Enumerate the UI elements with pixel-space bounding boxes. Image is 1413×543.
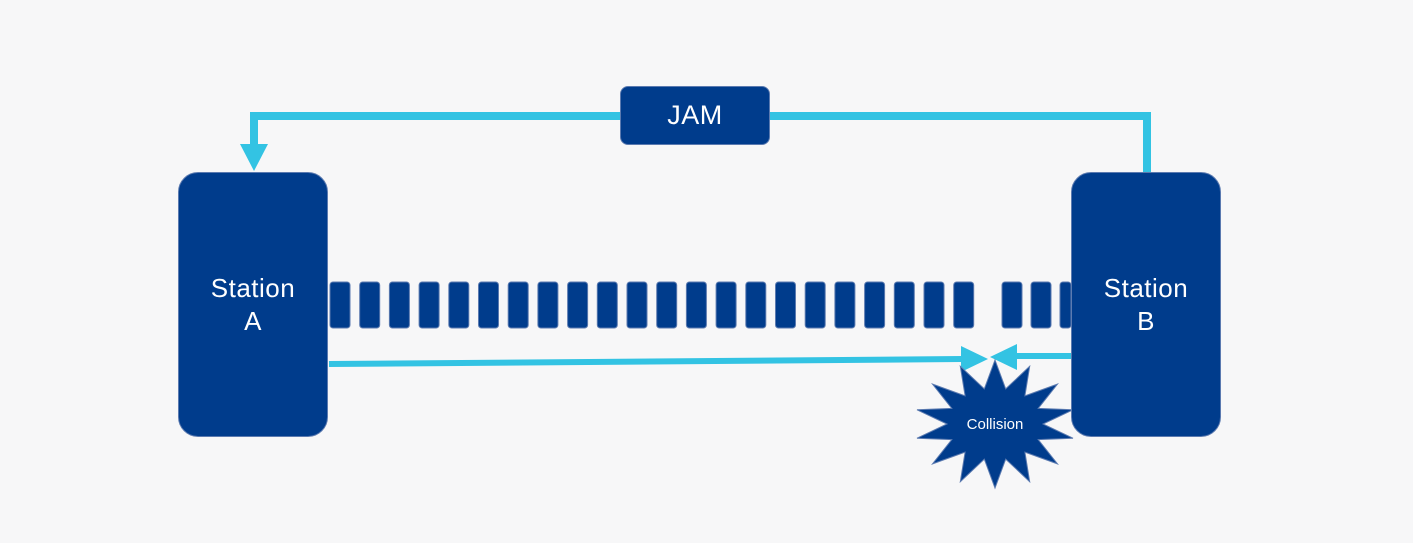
frame-block: [834, 281, 856, 329]
frame-block: [745, 281, 767, 329]
station-a-label-line1: Station: [210, 272, 296, 303]
station-a: Station A: [178, 172, 328, 437]
frame-block: [1030, 281, 1052, 329]
signal-a-arrowhead-icon: [961, 346, 988, 372]
signal-b-arrowhead-icon: [990, 344, 1017, 370]
station-b: Station B: [1071, 172, 1221, 437]
frame-block: [953, 281, 975, 329]
frame-block: [596, 281, 618, 329]
frame-block: [388, 281, 410, 329]
frame-block: [685, 281, 707, 329]
frame-block: [626, 281, 648, 329]
frame-block: [418, 281, 440, 329]
frame-block: [478, 281, 499, 329]
frame-block: [893, 281, 915, 329]
frame-block: [537, 281, 559, 329]
station-b-label-line2: B: [1137, 305, 1155, 336]
frame-block: [864, 281, 886, 329]
frame-block: [715, 281, 737, 329]
jam-label: JAM: [667, 100, 723, 130]
frame-block: [1059, 281, 1072, 329]
collision-label: Collision: [967, 416, 1024, 433]
frame-block: [448, 281, 470, 329]
station-a-label-line2: A: [244, 305, 262, 336]
signal-a-path: [328, 356, 963, 367]
jam-box: JAM: [620, 86, 770, 145]
frame-block: [507, 281, 529, 329]
frame-block: [1001, 281, 1023, 329]
frame-block: [804, 281, 826, 329]
frame-block: [359, 281, 381, 329]
station-b-label-line1: Station: [1103, 272, 1189, 303]
jam-arrowhead-icon: [240, 144, 268, 171]
frame-block: [329, 281, 351, 329]
frame-blocks: [329, 281, 1072, 329]
frame-block: [775, 281, 796, 329]
frame-block: [923, 281, 945, 329]
frame-block: [567, 281, 589, 329]
collision-burst-icon: [916, 358, 1074, 490]
frame-block: [656, 281, 678, 329]
